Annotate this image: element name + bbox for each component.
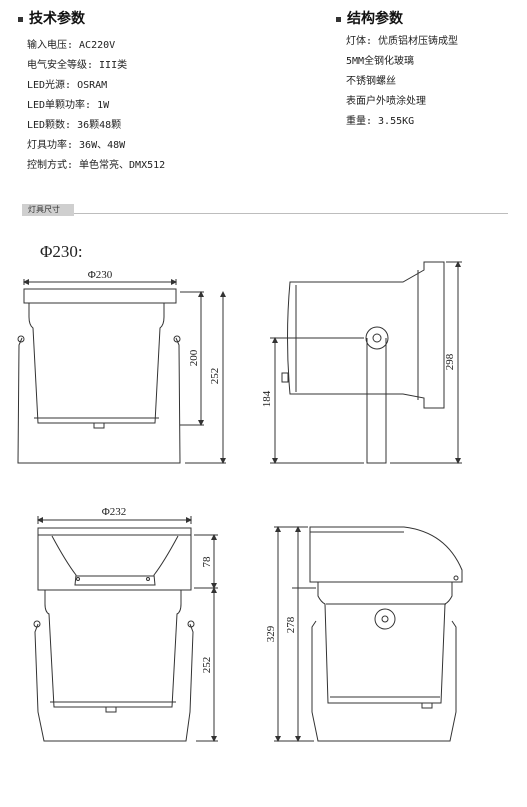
section-divider [74, 213, 508, 214]
pivot-ring [374, 608, 396, 630]
struct-param-line: 不锈钢螺丝 [346, 76, 396, 87]
top-front-view [17, 279, 226, 464]
side-bracket [366, 338, 387, 464]
dimensions-section-label: 灯具尺寸 [28, 205, 60, 214]
dim-label: 329 [265, 625, 277, 642]
front-bracket [17, 337, 181, 464]
struct-param-line: 5MM全钢化玻璃 [346, 56, 415, 67]
side-body [287, 261, 445, 409]
bottom-cap [93, 422, 105, 429]
tech-param-line: LED单颗功率: 1W [27, 100, 110, 111]
dim-label: Φ230 [88, 269, 113, 281]
dim-label: 278 [285, 616, 297, 633]
visor-screw [146, 577, 150, 581]
tech-param-line: 控制方式: 单色常亮、DMX512 [27, 160, 166, 171]
dimensions-section-header: 灯具尺寸 [22, 204, 508, 216]
dim-label: 298 [444, 353, 456, 370]
dim-label: 200 [188, 349, 200, 366]
visor-cutout [51, 535, 179, 586]
struct-param-line: 灯体: 优质铝材压铸成型 [346, 36, 459, 47]
tech-param-line: LED光源: OSRAM [27, 80, 108, 91]
tech-param-line: 灯具功率: 36W、48W [27, 140, 126, 151]
tech-params-title: 技术参数 [29, 11, 85, 27]
tech-param-line: 电气安全等级: III类 [27, 60, 128, 71]
bracket-bolt-left [33, 620, 41, 628]
visor-screw [76, 577, 80, 581]
bullet-icon [336, 16, 341, 22]
side-body [317, 582, 453, 704]
visor-side [309, 526, 463, 583]
bottom-front-view [33, 516, 218, 742]
struct-params-heading: 结构参数 [336, 8, 403, 28]
tech-param-line: 输入电压: AC220V [27, 40, 116, 51]
dim-label: 184 [261, 390, 273, 407]
tech-param-line: LED颗数: 36颗48颗 [27, 120, 122, 131]
bullet-icon [18, 16, 23, 22]
dim-label: 78 [201, 556, 213, 568]
visor-top [37, 527, 192, 536]
struct-params-title: 结构参数 [347, 11, 403, 27]
front-lid [23, 288, 177, 304]
struct-param-line: 表面户外喷涂处理 [346, 96, 426, 107]
struct-param-line: 重量: 3.55KG [346, 116, 415, 127]
bracket-bolt-right [187, 620, 195, 628]
dim-label: 252 [209, 368, 221, 385]
model-label: Φ230: [40, 242, 83, 261]
pivot-ring [365, 326, 389, 350]
side-bracket [311, 620, 457, 742]
side-cap [281, 372, 289, 383]
dim-label: Φ232 [102, 506, 127, 518]
front-body [44, 590, 182, 708]
section-tab [22, 204, 74, 216]
tech-params-heading: 技术参数 [18, 8, 85, 28]
bottom-side-view [274, 526, 463, 742]
bottom-cap [105, 706, 117, 713]
side-cap [421, 702, 433, 709]
bracket-bolt-right [173, 335, 181, 343]
visor-frame [37, 535, 192, 591]
pivot-bolt [381, 615, 389, 623]
bracket-bolt-left [17, 335, 25, 343]
pivot-bolt [372, 333, 382, 343]
visor-screw [453, 575, 459, 581]
front-bracket [34, 623, 194, 742]
front-body [28, 303, 165, 424]
dim-label: 252 [201, 657, 213, 674]
top-side-view [270, 261, 462, 464]
